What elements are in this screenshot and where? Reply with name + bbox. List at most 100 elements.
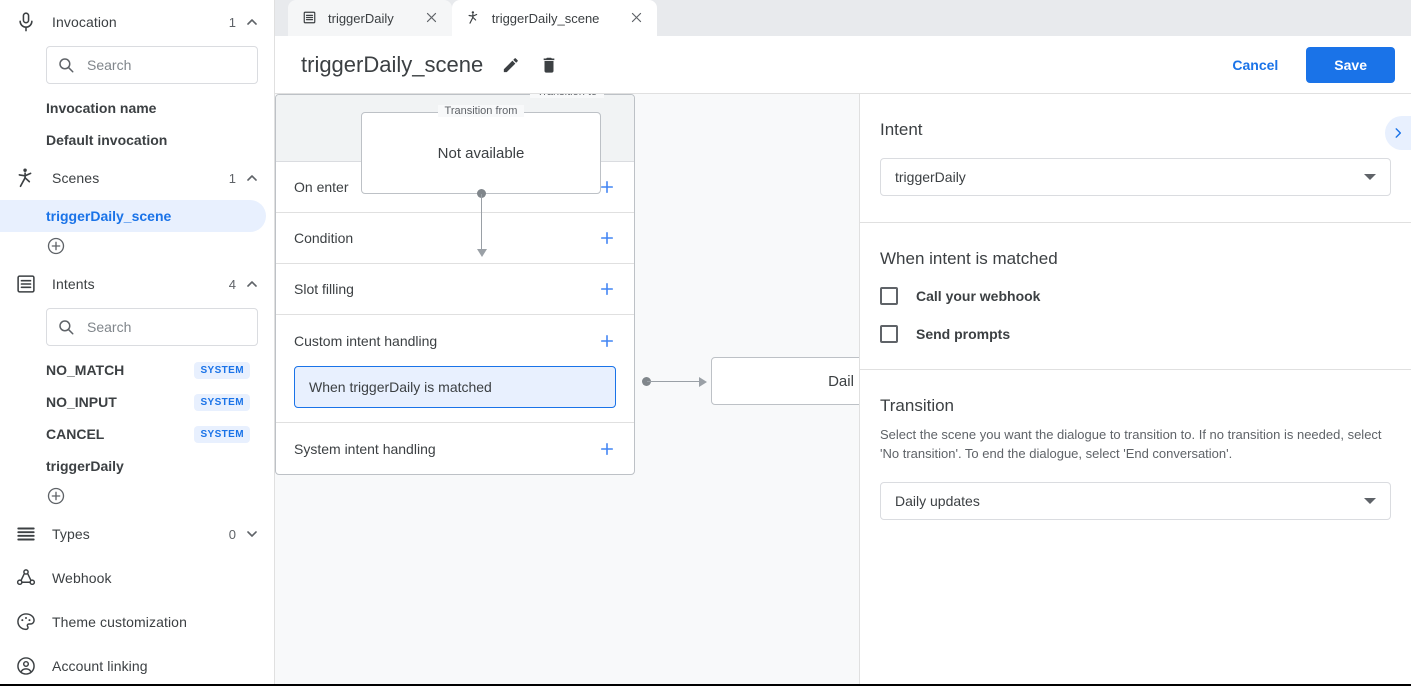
page-header: triggerDaily_scene Cancel Save	[275, 36, 1411, 94]
when-matched-checkbox-group: Call your webhook Send prompts	[880, 287, 1391, 343]
sidebar-section-label: Intents	[52, 276, 95, 292]
pencil-icon[interactable]	[501, 55, 521, 75]
panel-section-transition: Transition Select the scene you want the…	[860, 370, 1411, 546]
close-icon[interactable]	[424, 10, 440, 26]
sidebar-item-no-input[interactable]: NO_INPUT SYSTEM	[0, 386, 266, 418]
checkbox-label: Send prompts	[916, 326, 1011, 342]
chevron-up-icon[interactable]	[246, 172, 258, 184]
scene-row-custom-intent-handling[interactable]: Custom intent handling	[276, 315, 634, 366]
sidebar-item-label: Webhook	[52, 570, 112, 586]
plus-icon[interactable]	[598, 178, 616, 196]
sidebar-item-types[interactable]: Types 0	[0, 512, 274, 556]
tab-triggerdaily[interactable]: triggerDaily	[288, 0, 452, 36]
add-scene-row	[0, 232, 274, 262]
add-scene-icon[interactable]	[46, 236, 66, 256]
connector-dot-chip	[642, 377, 651, 386]
sidebar-item-label: Invocation name	[46, 100, 157, 116]
add-intent-icon[interactable]	[46, 486, 66, 506]
sidebar-item-label: triggerDaily_scene	[46, 208, 172, 224]
transition-target-node[interactable]: Tr Dail	[711, 357, 859, 405]
transition-from-node[interactable]: Transition from Not available	[361, 105, 601, 194]
invocation-search-box[interactable]	[46, 46, 258, 84]
sidebar-item-triggerdaily[interactable]: triggerDaily	[0, 450, 266, 482]
chevron-down-icon[interactable]	[246, 528, 258, 540]
scene-row-label: On enter	[294, 179, 349, 195]
page-title: triggerDaily_scene	[301, 51, 484, 77]
transition-select-value: Daily updates	[895, 492, 980, 509]
left-sidebar: Invocation 1 Invocation name Default inv…	[0, 0, 275, 686]
scene-row-label: Slot filling	[294, 281, 354, 297]
webhook-nodes-icon	[14, 566, 38, 590]
account-circle-icon	[14, 654, 38, 678]
sidebar-item-default-invocation[interactable]: Default invocation	[0, 124, 266, 156]
save-button[interactable]: Save	[1306, 46, 1395, 83]
checkbox-label: Call your webhook	[916, 288, 1041, 304]
scene-row-condition[interactable]: Condition	[276, 213, 634, 264]
intents-search-input[interactable]	[85, 318, 247, 336]
chevron-up-icon[interactable]	[246, 278, 258, 290]
intent-handler-chip[interactable]: When triggerDaily is matched	[294, 366, 616, 408]
intent-select[interactable]: triggerDaily	[880, 158, 1391, 196]
intents-search-box[interactable]	[46, 308, 258, 346]
transition-target-text: Dail	[828, 372, 854, 390]
plus-icon[interactable]	[598, 280, 616, 298]
intent-tab-icon	[302, 10, 318, 26]
checkbox-box[interactable]	[880, 287, 898, 305]
sidebar-item-label: NO_MATCH	[46, 362, 125, 378]
sidebar-section-invocation[interactable]: Invocation 1	[0, 0, 274, 44]
panel-section-intent: Intent triggerDaily	[860, 94, 1411, 223]
search-icon	[57, 56, 75, 74]
transition-description: Select the scene you want the dialogue t…	[880, 427, 1382, 461]
plus-icon[interactable]	[598, 332, 616, 350]
sidebar-item-label: Account linking	[52, 658, 148, 674]
sidebar-item-webhook[interactable]: Webhook	[0, 556, 274, 600]
chevron-up-icon[interactable]	[246, 16, 258, 28]
scene-canvas[interactable]: Transition from Not available Transition…	[275, 94, 860, 686]
sidebar-item-account-linking[interactable]: Account linking	[0, 644, 274, 686]
intents-list-icon	[14, 272, 38, 296]
chevron-right-icon[interactable]	[1385, 116, 1411, 150]
transition-select[interactable]: Daily updates	[880, 481, 1391, 520]
plus-icon[interactable]	[598, 229, 616, 247]
transition-heading: Transition	[880, 396, 955, 415]
main-area: triggerDaily triggerDaily_scene	[275, 0, 1411, 686]
scene-row-label: Condition	[294, 230, 354, 246]
trash-icon[interactable]	[539, 55, 559, 75]
caret-down-icon	[1364, 497, 1376, 504]
search-icon	[57, 318, 75, 336]
types-lines-icon	[14, 522, 38, 546]
scene-row-slot-filling[interactable]: Slot filling	[276, 264, 634, 315]
intents-search-wrap	[0, 306, 274, 354]
sidebar-item-cancel[interactable]: CANCEL SYSTEM	[0, 418, 266, 450]
scene-row-on-enter[interactable]: On enter	[276, 162, 634, 213]
sidebar-item-count: 0	[228, 526, 236, 542]
sidebar-item-theme-customization[interactable]: Theme customization	[0, 600, 274, 644]
checkbox-send-prompts[interactable]: Send prompts	[880, 325, 1391, 343]
close-icon[interactable]	[629, 10, 645, 26]
sidebar-section-count: 1	[228, 170, 236, 186]
sidebar-item-label: triggerDaily	[46, 458, 124, 474]
checkbox-call-your-webhook[interactable]: Call your webhook	[880, 287, 1391, 305]
sidebar-item-label: Theme customization	[52, 614, 187, 630]
tab-label: triggerDaily_scene	[491, 10, 600, 26]
tab-triggerdaily-scene[interactable]: triggerDaily_scene	[451, 0, 658, 36]
sidebar-item-no-match[interactable]: NO_MATCH SYSTEM	[0, 354, 266, 386]
sidebar-section-intents[interactable]: Intents 4	[0, 262, 274, 306]
sidebar-item-triggerdaily-scene[interactable]: triggerDaily_scene	[0, 200, 266, 232]
panel-section-when-matched: When intent is matched Call your webhook…	[860, 223, 1411, 370]
intent-select-value: triggerDaily	[895, 169, 966, 185]
cancel-button[interactable]: Cancel	[1218, 48, 1292, 82]
sidebar-section-label: Scenes	[52, 170, 100, 186]
plus-icon[interactable]	[598, 440, 616, 458]
sidebar-section-scenes[interactable]: Scenes 1	[0, 156, 274, 200]
connector-dot-top	[477, 189, 486, 198]
checkbox-box[interactable]	[880, 325, 898, 343]
scene-section-custom-intent-handling: Custom intent handling When triggerDaily…	[276, 315, 634, 423]
invocation-search-input[interactable]	[85, 56, 247, 74]
sidebar-item-invocation-name[interactable]: Invocation name	[0, 92, 266, 124]
sidebar-item-label: CANCEL	[46, 426, 105, 442]
body-split: Transition from Not available Transition…	[275, 94, 1411, 686]
scene-row-system-intent-handling[interactable]: System intent handling	[276, 423, 634, 474]
add-intent-row	[0, 482, 274, 512]
tab-label: triggerDaily	[328, 10, 394, 26]
